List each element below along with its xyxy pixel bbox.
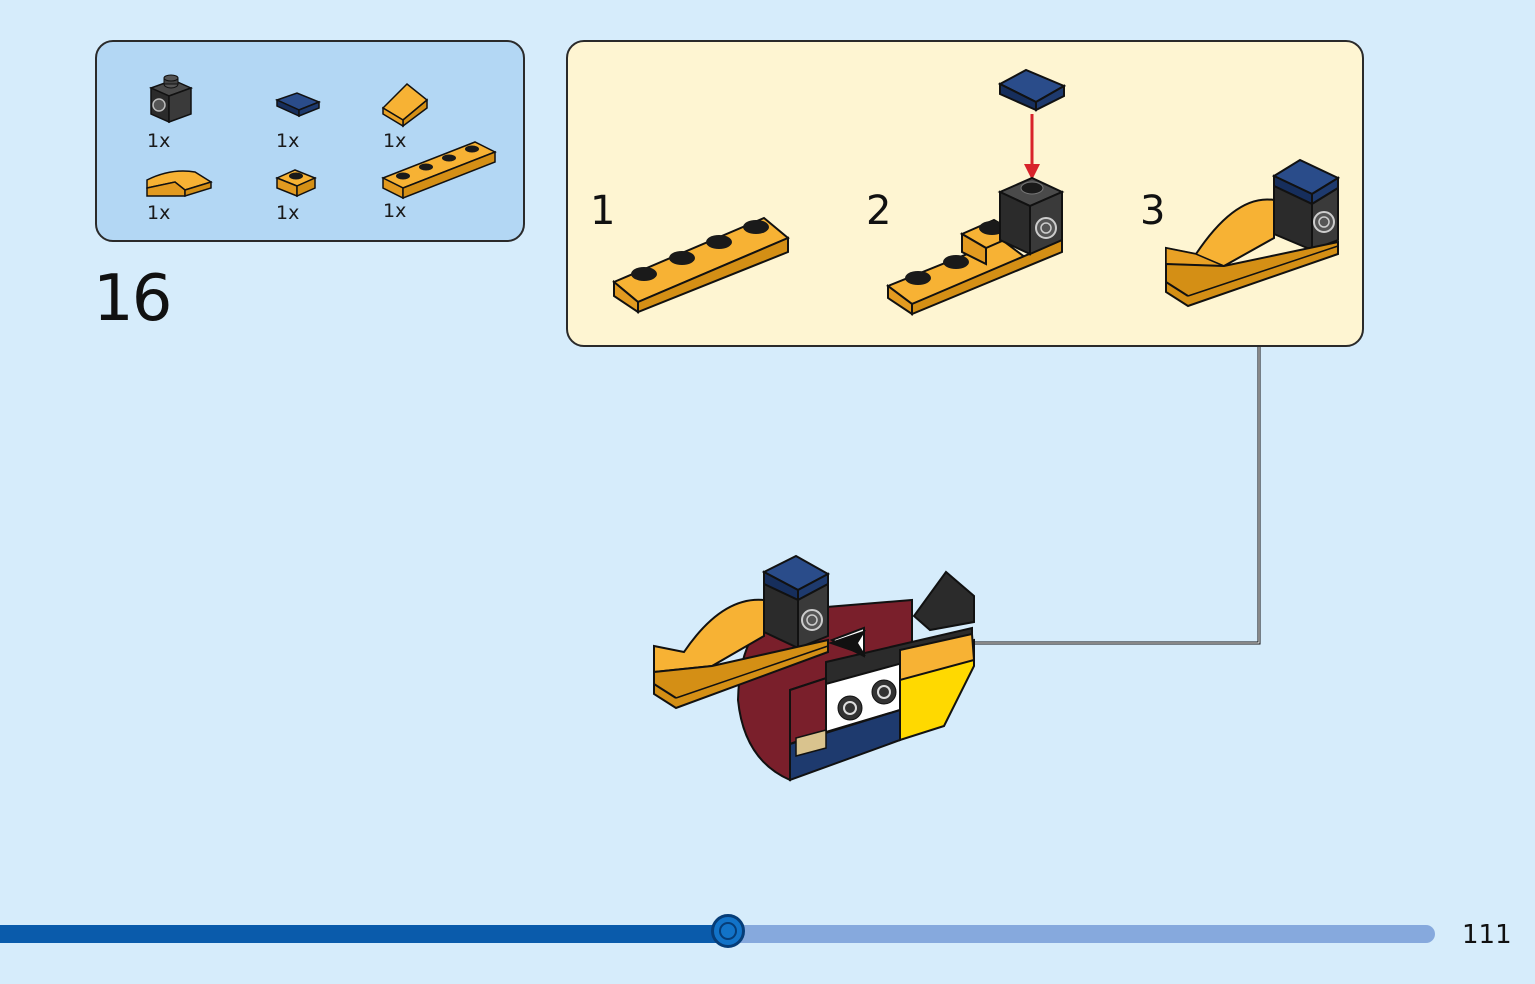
blue-tile-icon [274,92,321,118]
part-orange-curve: 1x [145,166,235,246]
progress-fill [0,925,728,943]
substep-1-plate-illustration [612,216,790,314]
part-orange-plate-1x1: 1x [273,164,363,244]
part-qty: 1x [383,200,407,222]
substep-2-illustration [886,68,1066,316]
part-black-brick: 1x [145,72,235,152]
part-qty: 1x [383,130,407,152]
page-number: 111 [1462,920,1512,950]
part-orange-plate-1x4: 1x [381,136,501,222]
substep-3-illustration [1165,158,1341,308]
progress-knob[interactable] [711,914,745,948]
placement-arrow-head [828,630,866,656]
part-orange-slope: 1x [381,82,471,162]
orange-plate-long-icon [381,141,497,200]
part-qty: 1x [276,202,300,224]
main-model-bird [653,554,976,782]
orange-slope-icon [381,82,429,128]
part-qty: 1x [276,130,300,152]
connector-line-highlight [852,347,1260,644]
part-qty: 1x [147,130,171,152]
red-arrow-head [1024,164,1040,180]
connector-line [852,347,1261,645]
parts-list-panel: 1x 1x 1x 1x 1x [95,40,525,242]
substep-label-3: 3 [1140,188,1166,234]
substep-label-1: 1 [590,188,616,234]
part-blue-tile: 1x [273,90,363,170]
substep-panel: 1 2 3 [566,40,1364,347]
orange-plate-small-icon [275,169,317,198]
part-qty: 1x [147,202,171,224]
substep-label-2: 2 [866,188,892,234]
orange-curve-icon [146,170,213,198]
black-brick-icon [148,74,194,124]
step-number: 16 [93,262,172,336]
